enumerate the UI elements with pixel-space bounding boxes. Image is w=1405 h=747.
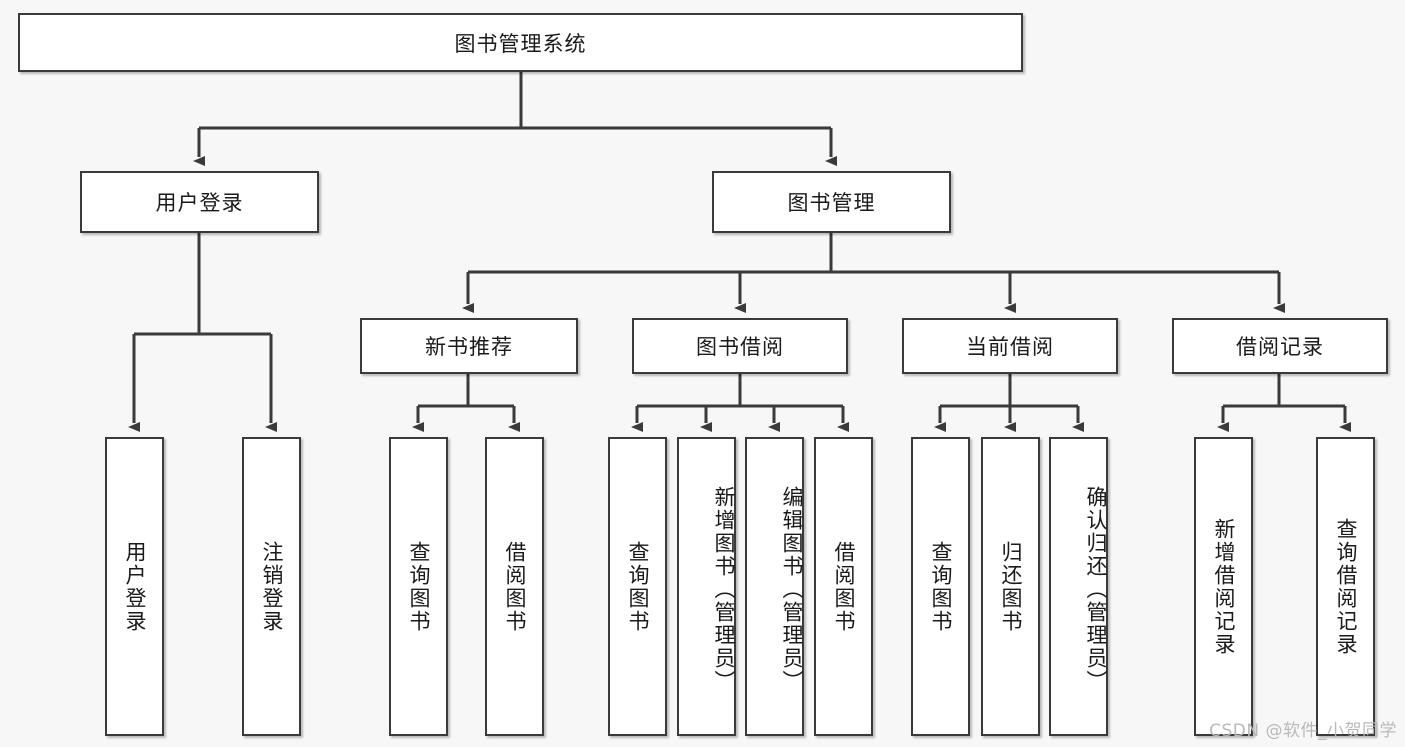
node-label: 新增借阅记录 xyxy=(1212,517,1236,656)
node-label: 查询图书 xyxy=(929,540,953,633)
leaf-borrow-record-1[interactable]: 查询借阅记录 xyxy=(1316,437,1375,736)
leaf-user-login-0[interactable]: 用户登录 xyxy=(105,437,164,736)
node-label: 图书管理系统 xyxy=(454,31,587,56)
node-label: 借阅记录 xyxy=(1236,335,1324,359)
node-book-management[interactable]: 图书管理 xyxy=(712,171,951,233)
leaf-book-borrow-0[interactable]: 查询图书 xyxy=(608,437,667,736)
leaf-borrow-record-0[interactable]: 新增借阅记录 xyxy=(1194,437,1253,736)
node-label: 编辑图书（管理员） xyxy=(780,486,804,693)
node-new-book-recommend[interactable]: 新书推荐 xyxy=(360,318,578,374)
node-label: 新书推荐 xyxy=(425,335,513,359)
leaf-book-borrow-2[interactable]: 编辑图书（管理员） xyxy=(745,437,804,736)
node-label: 注销登录 xyxy=(260,540,284,633)
leaf-book-borrow-1[interactable]: 新增图书（管理员） xyxy=(677,437,736,736)
node-root-book-management-system[interactable]: 图书管理系统 xyxy=(18,13,1023,72)
node-label: 归还图书 xyxy=(999,540,1023,633)
node-label: 图书借阅 xyxy=(696,335,784,359)
node-label: 查询图书 xyxy=(407,540,431,633)
node-label: 查询图书 xyxy=(626,540,650,633)
leaf-new-book-recommend-0[interactable]: 查询图书 xyxy=(389,437,448,736)
node-book-borrow[interactable]: 图书借阅 xyxy=(632,318,848,374)
node-borrow-record[interactable]: 借阅记录 xyxy=(1172,318,1388,374)
node-label: 用户登录 xyxy=(123,540,147,633)
node-label: 确认归还（管理员） xyxy=(1084,486,1108,693)
node-label: 查询借阅记录 xyxy=(1334,517,1358,656)
node-label: 图书管理 xyxy=(787,191,876,215)
node-label: 新增图书（管理员） xyxy=(712,486,736,693)
leaf-current-borrow-0[interactable]: 查询图书 xyxy=(911,437,970,736)
leaf-user-login-1[interactable]: 注销登录 xyxy=(242,437,301,736)
leaf-current-borrow-1[interactable]: 归还图书 xyxy=(981,437,1040,736)
leaf-current-borrow-2[interactable]: 确认归还（管理员） xyxy=(1049,437,1108,736)
node-label: 当前借阅 xyxy=(966,335,1054,359)
node-label: 借阅图书 xyxy=(503,540,527,633)
node-label: 用户登录 xyxy=(155,191,244,215)
node-label: 借阅图书 xyxy=(832,540,856,633)
node-current-borrow[interactable]: 当前借阅 xyxy=(902,318,1118,374)
leaf-new-book-recommend-1[interactable]: 借阅图书 xyxy=(485,437,544,736)
node-user-login[interactable]: 用户登录 xyxy=(80,171,319,233)
leaf-book-borrow-3[interactable]: 借阅图书 xyxy=(814,437,873,736)
